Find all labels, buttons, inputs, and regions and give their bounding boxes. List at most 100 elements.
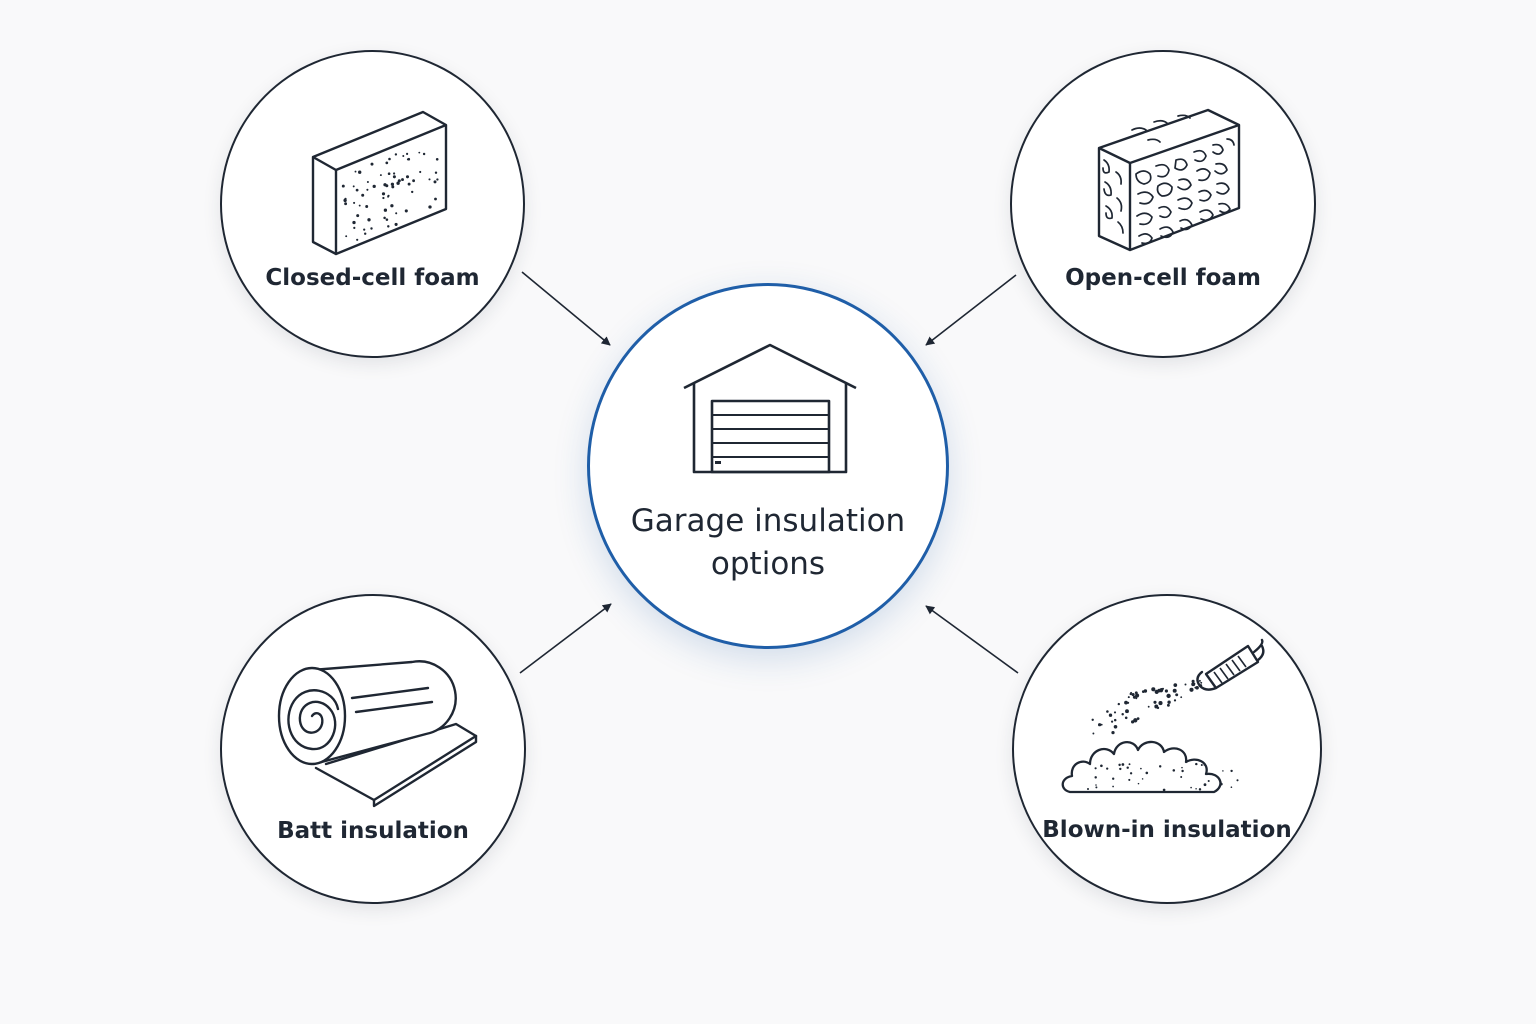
spray-particle: [1127, 701, 1130, 704]
fluff-texture-dot: [1180, 776, 1183, 778]
spray-particle: [1191, 682, 1196, 687]
fluff-texture-dot: [1086, 787, 1090, 791]
fluff-texture-dot: [1137, 782, 1140, 785]
foam-texture-dot: [402, 155, 405, 157]
spray-particle: [1127, 696, 1130, 699]
foam-texture-dot: [392, 175, 396, 179]
foam-texture-dot: [434, 171, 438, 174]
foam-texture-dot: [370, 162, 374, 166]
foam-texture-dot: [366, 188, 369, 191]
foam-texture-dot: [353, 226, 356, 230]
foam-texture-dot: [356, 238, 359, 241]
foam-texture-dot: [367, 218, 371, 222]
fluff-texture-dot: [1236, 779, 1239, 782]
foam-texture-dot: [344, 202, 348, 206]
foam-texture-dot: [381, 192, 386, 196]
spray-particle: [1136, 717, 1140, 720]
fluff-texture-dot: [1112, 785, 1114, 788]
foam-texture-dot: [387, 172, 391, 176]
foam-texture-dot: [358, 204, 361, 207]
foam-texture-dot: [433, 180, 437, 184]
spray-particle: [1164, 689, 1168, 693]
spray-particle: [1131, 693, 1135, 697]
foam-texture-dot: [363, 228, 366, 231]
fluff-texture-dot: [1195, 762, 1198, 766]
fluff-texture-dot: [1230, 769, 1233, 773]
spray-particle: [1124, 716, 1128, 720]
foam-texture-dot: [356, 214, 360, 218]
fluff-texture-dot: [1140, 767, 1142, 770]
foam-texture-dot: [364, 232, 367, 235]
foam-texture-dot: [404, 209, 408, 213]
spray-particle: [1098, 723, 1102, 727]
foam-texture-dot: [345, 235, 348, 238]
fluff-texture-dot: [1230, 786, 1233, 789]
spray-particle: [1092, 732, 1095, 735]
spray-particle: [1100, 723, 1103, 726]
foam-texture-dot: [434, 197, 437, 201]
foam-texture-dot: [343, 198, 347, 203]
spray-particle: [1121, 713, 1124, 716]
fluff-texture-dot: [1181, 766, 1183, 769]
fluff-texture-dot: [1118, 763, 1121, 767]
spray-particle: [1113, 711, 1117, 714]
spray-particle: [1156, 706, 1160, 710]
foam-texture-dot: [387, 225, 390, 228]
spray-particle: [1108, 713, 1113, 717]
spray-particle: [1132, 695, 1136, 699]
spray-particle: [1189, 687, 1194, 692]
spray-particle: [1091, 718, 1094, 721]
foam-texture-dot: [394, 153, 398, 156]
fluff-texture-dot: [1119, 767, 1122, 771]
foam-texture-dot: [383, 216, 386, 220]
foam-texture-dot: [396, 181, 400, 185]
foam-texture-dot: [397, 179, 401, 183]
spray-particle: [1153, 700, 1157, 704]
arrow-blown-in-to-center: [925, 605, 1019, 674]
spray-particle: [1158, 701, 1163, 706]
foam-texture-dot: [352, 220, 356, 225]
batt-insulation-node: Batt insulation: [220, 594, 526, 904]
foam-texture-dot: [361, 193, 365, 197]
fluff-texture-dot: [1094, 767, 1097, 770]
fluff-texture-dot: [1126, 766, 1129, 769]
foam-texture-dot: [366, 180, 369, 184]
foam-texture-dot: [385, 218, 389, 221]
foam-texture-dot: [406, 158, 409, 161]
foam-texture-dot: [379, 174, 382, 177]
blown-in-hose-icon: [1061, 638, 1265, 794]
spray-particle: [1117, 702, 1120, 706]
foam-texture-dot: [370, 227, 373, 230]
foam-texture-dot: [405, 175, 410, 179]
spray-particle: [1198, 679, 1201, 682]
fluff-texture-dot: [1195, 788, 1197, 790]
spray-particle: [1129, 692, 1132, 696]
insulation-roll-icon: [277, 660, 478, 808]
fluff-texture-dot: [1190, 786, 1192, 789]
foam-texture-dot: [341, 184, 345, 188]
fluff-texture-dot: [1129, 772, 1133, 775]
spray-particle: [1113, 718, 1117, 722]
foam-texture-dot: [354, 170, 357, 173]
spray-particle: [1195, 686, 1199, 690]
foam-texture-dot: [411, 190, 414, 194]
spray-particle: [1200, 681, 1203, 684]
fluff-texture-dot: [1106, 767, 1109, 770]
spray-particle: [1124, 700, 1128, 705]
foam-texture-dot: [385, 161, 389, 165]
spray-particle: [1199, 684, 1203, 687]
foam-texture-dot: [395, 212, 398, 215]
spray-particle: [1133, 718, 1138, 723]
foam-texture-dot: [428, 178, 431, 181]
closed-cell-foam-node: Closed-cell foam: [220, 50, 525, 358]
fluff-texture-dot: [1220, 781, 1222, 783]
spray-particle: [1135, 693, 1140, 698]
fluff-texture-dot: [1141, 778, 1144, 780]
foam-texture-dot: [428, 205, 432, 209]
center-title-line-1: Garage insulation: [630, 503, 906, 539]
spray-particle: [1135, 697, 1138, 700]
spray-particle: [1167, 700, 1171, 704]
open-cell-foam-node: Open-cell foam: [1010, 50, 1316, 358]
spray-particle: [1184, 683, 1187, 686]
